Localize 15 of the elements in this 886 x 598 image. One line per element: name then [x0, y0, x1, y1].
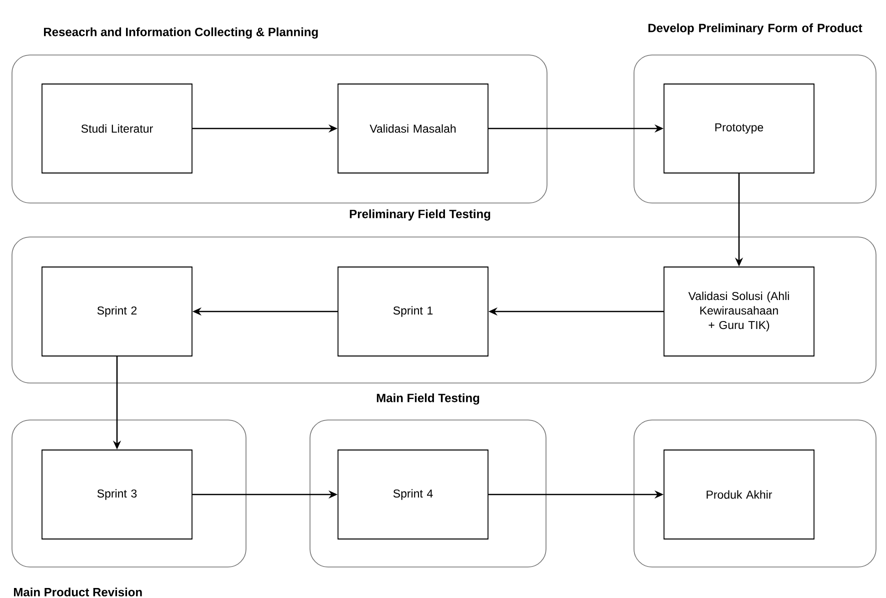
- group-heading: Preliminary Field Testing: [350, 209, 490, 221]
- process-box: Studi Literatur: [42, 84, 192, 174]
- process-box: Produk Akhir: [664, 450, 814, 540]
- process-box: Prototype: [664, 84, 814, 174]
- process-box: Sprint 4: [338, 450, 488, 540]
- process-box: Sprint 3: [42, 450, 192, 540]
- group-heading: Reseacrh and Information Collecting & Planning: [44, 27, 318, 39]
- process-box: Validasi Solusi (Ahli Kewirausahaan + Guru TIK): [664, 266, 814, 356]
- group-heading: Develop Preliminary Form of Product: [648, 23, 862, 35]
- group-frame: [634, 420, 876, 568]
- process-box: Sprint 2: [42, 266, 192, 356]
- process-box: Validasi Masalah: [338, 84, 488, 174]
- group-heading: Main Product Revision: [14, 588, 142, 596]
- process-box: Sprint 1: [338, 266, 488, 356]
- group-heading: Main Field Testing: [376, 393, 480, 405]
